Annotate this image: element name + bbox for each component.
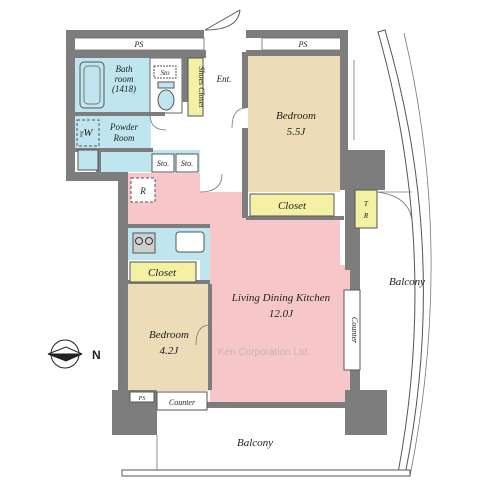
- bathtub: [79, 61, 105, 109]
- washer-sub-label: Nw: [78, 130, 83, 138]
- refrigerator-box: [130, 177, 156, 203]
- tr-box: [354, 189, 378, 229]
- toilet-sto-label: Sto: [161, 69, 170, 77]
- shoes-closet-label: Shoes Closet: [197, 66, 206, 108]
- counter-right-label: Counter: [350, 317, 359, 344]
- hall-area: [200, 118, 246, 192]
- wall-powder-bottom: [75, 148, 153, 152]
- corridor-area: [100, 150, 200, 172]
- wall-under-ps-right: [246, 50, 348, 56]
- counter-bottom-label: Counter: [169, 398, 196, 407]
- sto-b-label: Sto.: [181, 159, 193, 168]
- closet1-label: Closet: [278, 200, 307, 212]
- powder-label-2: Room: [113, 133, 135, 143]
- kitchen-side: [200, 228, 210, 284]
- ps-bottom-label: PS: [138, 396, 146, 402]
- entrance-door: [204, 9, 241, 31]
- powder-label-1: Powder: [109, 122, 138, 132]
- balcony-door-swing: [376, 191, 413, 223]
- toilet-tank: [157, 81, 175, 89]
- wall-left-top: [66, 30, 75, 180]
- balcony-right-rail: [403, 32, 432, 477]
- closet1-box: [249, 193, 335, 217]
- refrigerator-label: R: [139, 186, 146, 196]
- wall-bottom-right: [345, 390, 387, 435]
- ldk-door: [199, 173, 223, 193]
- balcony-bottom-label: Balcony: [237, 437, 273, 449]
- bath-door: [149, 113, 167, 131]
- shoes-closet-box: [187, 57, 204, 117]
- compass-icon: [47, 339, 83, 369]
- bedroom1-name: Bedroom: [276, 110, 316, 122]
- counter-bottom-box: [156, 391, 208, 411]
- ent-label: Ent.: [216, 74, 232, 84]
- wall-top-right: [246, 30, 348, 38]
- wall-right-top: [340, 30, 348, 150]
- wall-left-mid: [118, 172, 128, 392]
- bedroom1-door: [231, 107, 247, 129]
- wall-bedroom1-left2: [242, 128, 248, 218]
- toilet: [157, 89, 175, 111]
- wall-bedroom2-right: [208, 284, 212, 390]
- bedroom2-size: 4.2J: [160, 345, 180, 357]
- wall-bedroom1-left: [242, 52, 248, 108]
- stove-burner-1: [135, 237, 143, 245]
- compass-label: N: [92, 348, 101, 362]
- tr-label-1: T: [364, 200, 369, 208]
- tr-label-2: R: [363, 212, 369, 220]
- sto-a-label: Sto.: [157, 159, 169, 168]
- sto-a-box: [151, 153, 175, 173]
- bath-label-2: room: [115, 74, 134, 84]
- ps-top-right-label: PS: [298, 40, 308, 49]
- wall-under-ps: [66, 50, 206, 58]
- closet2-box: [129, 261, 197, 283]
- bathtub-inner: [83, 65, 101, 105]
- washer-box: [76, 119, 100, 147]
- wall-bath-bottom: [75, 112, 165, 116]
- watermark: Ken Corporation Ltd.: [218, 347, 310, 358]
- basin: [77, 149, 99, 171]
- powder-room-area: [75, 115, 151, 150]
- bath-label-3: (1418): [112, 84, 136, 94]
- balcony-bottom-rail: [121, 469, 411, 477]
- counter-right-box: [343, 289, 361, 371]
- wall-top: [66, 30, 204, 38]
- bedroom1-area: [248, 52, 340, 192]
- wall-kitchen-top: [128, 224, 210, 228]
- ps-bottom-box: [129, 391, 155, 403]
- bedroom2-name: Bedroom: [149, 329, 189, 341]
- sto-b-box: [175, 153, 199, 173]
- entrance-area: [205, 58, 248, 118]
- ldk-name: Living Dining Kitchen: [231, 292, 331, 304]
- bedroom1-size: 5.5J: [287, 126, 307, 138]
- toilet-sto-box: [153, 65, 177, 79]
- wall-closet-bottom: [246, 216, 344, 220]
- closet2-label: Closet: [148, 267, 177, 279]
- kitchen-sink: [175, 231, 205, 253]
- washer-label: W: [83, 127, 93, 139]
- wall-bath-right: [182, 52, 188, 102]
- stove-burner-2: [145, 237, 153, 245]
- balcony-right-label: Balcony: [389, 276, 425, 288]
- ldk-size: 12.0J: [269, 308, 294, 320]
- wall-right-column: [340, 150, 385, 190]
- bedroom2-door: [195, 324, 211, 346]
- ps-top-left-label: PS: [134, 40, 144, 49]
- bath-label-1: Bath: [116, 64, 133, 74]
